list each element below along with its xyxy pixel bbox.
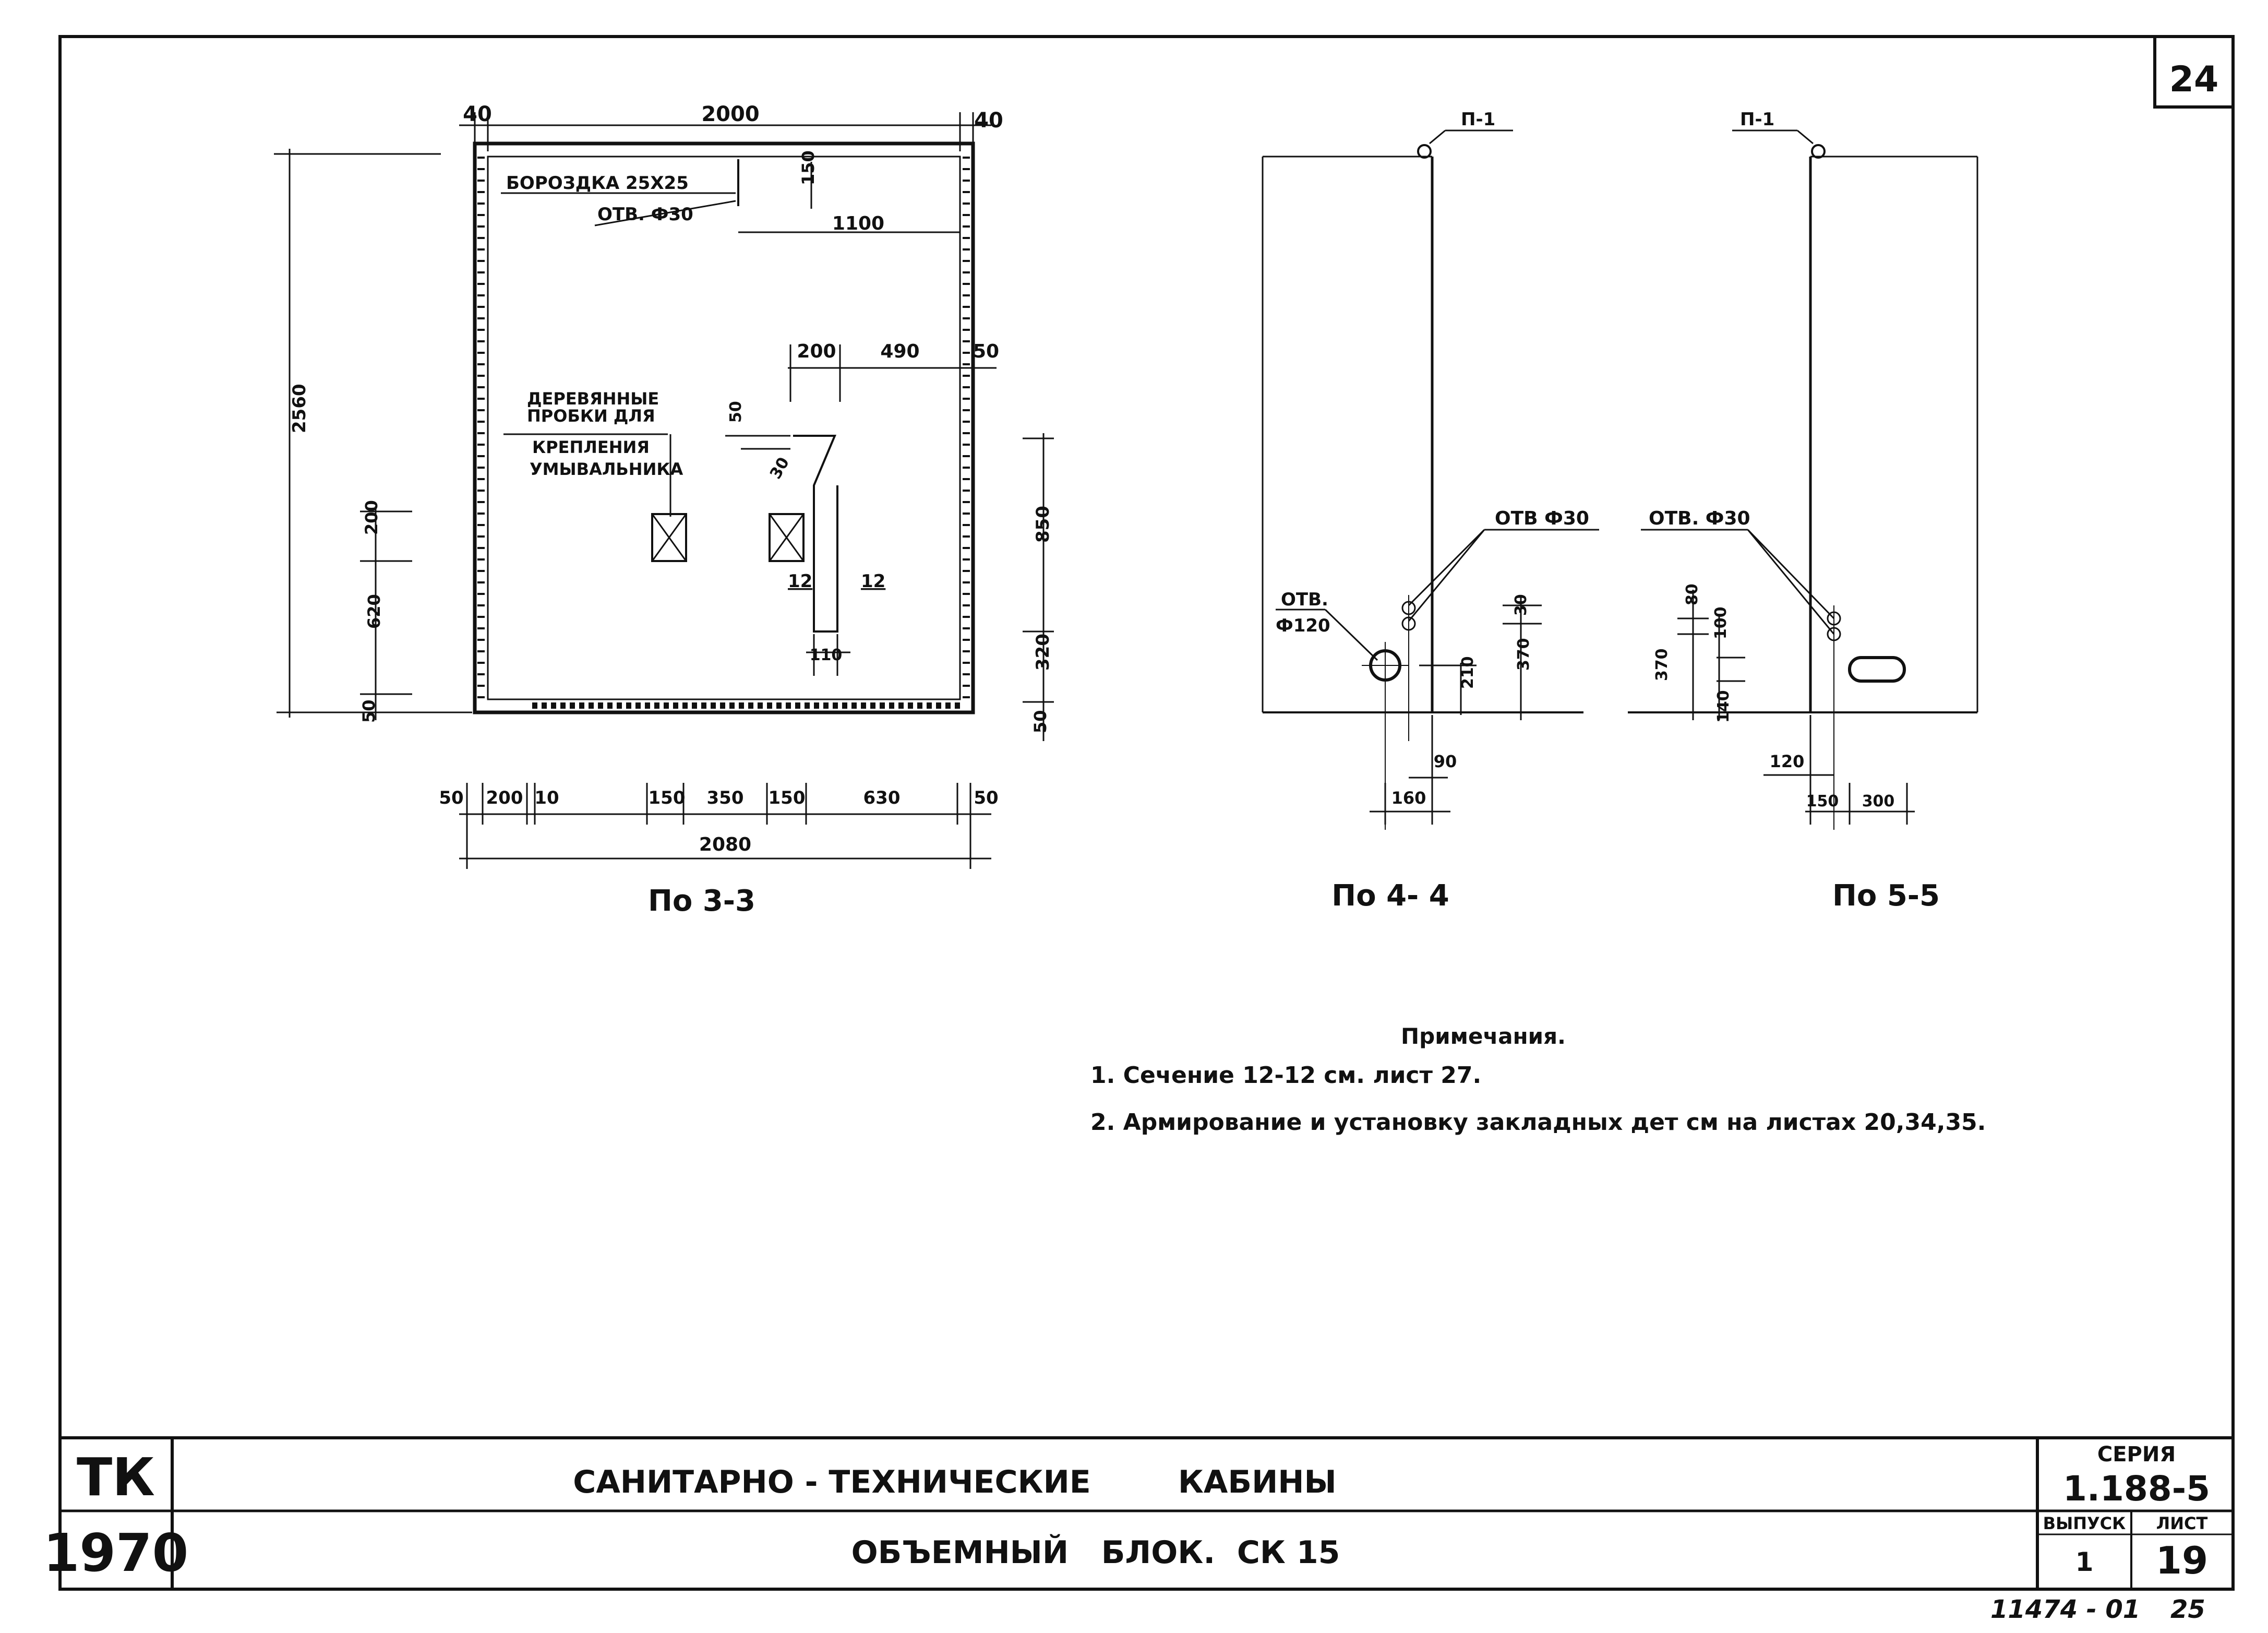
view-4-4: П-1 ОТВ Ф30 ОТВ. Ф120 30 210 370 90 160 …	[1262, 109, 1599, 913]
wall-outer	[473, 141, 975, 714]
dim-label: 1100	[832, 213, 884, 234]
dim-label: 40	[974, 109, 1003, 133]
dim-label: 100	[1712, 606, 1730, 639]
footer-code: 11474 - 01	[1990, 1595, 2140, 1624]
view-5-5: П-1 ОТВ. Ф30 80 370 100 140 120 150 300 …	[1628, 109, 1978, 913]
dim-label: 350	[707, 788, 744, 808]
oval-opening	[1848, 656, 1906, 683]
groove-label: БОРОЗДКА 25Х25	[506, 173, 689, 194]
tag-label: П-1	[1740, 109, 1774, 130]
hole-label: Ф120	[1276, 615, 1330, 636]
note-2: 2. Армирование и установку закладных дет…	[1090, 1109, 1986, 1136]
leader-line	[1797, 129, 1814, 145]
page-number-box	[2153, 35, 2235, 109]
plug-cross	[769, 514, 805, 562]
section-mark: 12	[788, 571, 812, 592]
title-sub: ОБЪЕМНЫЙ БЛОК. СК 15	[851, 1533, 1340, 1571]
dim-label: 120	[1770, 752, 1805, 771]
dim-label: 50	[974, 788, 998, 808]
dim-label: 850	[1033, 506, 1053, 543]
lift-loop	[1811, 144, 1826, 159]
dim-label: 30	[766, 454, 793, 482]
dim-label: 370	[1653, 648, 1671, 681]
section-mark: 12	[861, 571, 885, 592]
dim-label: 90	[1434, 752, 1457, 771]
dim-label: 50	[973, 341, 999, 362]
series-value: 1.188-5	[2063, 1469, 2210, 1509]
note-1: 1. Сечение 12-12 см. лист 27.	[1090, 1062, 1481, 1089]
hole-label: ОТВ. Ф30	[1649, 508, 1750, 529]
dim-label: 370	[1515, 638, 1533, 671]
leader-line	[1408, 529, 1485, 606]
dim-label: 210	[1459, 656, 1477, 689]
dim-label: 140	[1714, 690, 1733, 723]
sheet-label: ЛИСТ	[2156, 1513, 2208, 1533]
dim-label: 150	[798, 150, 818, 185]
leader-line	[1408, 529, 1485, 622]
dim-label: 110	[810, 646, 843, 664]
leader-line	[1324, 609, 1378, 661]
hole-label: ОТВ Ф30	[1495, 508, 1589, 529]
dim-label: 150	[649, 788, 686, 808]
dim-label: 2000	[701, 102, 759, 126]
hole-label: ОТВ. Ф30	[597, 204, 693, 225]
view-3-3: 40 2000 40 БОРОЗДКА 25Х25 ОТВ. Ф30 150 1…	[274, 102, 1054, 918]
dim-label: 50	[1030, 710, 1050, 733]
leader-line	[1747, 529, 1835, 619]
dim-label: 150	[1806, 792, 1839, 810]
wood-plugs-label: УМЫВАЛЬНИКА	[530, 459, 683, 479]
issue-label: ВЫПУСК	[2043, 1513, 2126, 1533]
dim-label: 40	[463, 102, 492, 126]
dim-label: 30	[1512, 594, 1530, 616]
dim-label: 630	[863, 788, 901, 808]
sheet-frame	[58, 35, 2235, 1591]
view-caption: По 5-5	[1832, 879, 1940, 913]
pipe-channel	[793, 435, 838, 633]
title-main: САНИТАРНО - ТЕХНИЧЕСКИЕ КАБИНЫ	[573, 1464, 1336, 1500]
wall-inner	[487, 156, 961, 700]
dim-label: 50	[359, 699, 379, 723]
leader-line	[1429, 129, 1446, 145]
org-code: ТК	[77, 1447, 155, 1508]
notes-block: Примечания. 1. Сечение 12-12 см. лист 27…	[1090, 1023, 1986, 1136]
view-caption: По 3-3	[648, 884, 755, 918]
dim-label: 150	[769, 788, 806, 808]
notes-heading: Примечания.	[1401, 1023, 1566, 1049]
dim-label: 200	[486, 788, 523, 808]
dim-label: 50	[727, 401, 745, 423]
dim-label: 2560	[289, 384, 310, 433]
page-number: 24	[2169, 59, 2219, 100]
wood-plug-left	[651, 513, 687, 562]
dim-label: 10	[534, 788, 559, 808]
series-label: СЕРИЯ	[2097, 1443, 2176, 1467]
title-block: ТК 1970 САНИТАРНО - ТЕХНИЧЕСКИЕ КАБИНЫ О…	[43, 1436, 2233, 1589]
dim-label: 2080	[699, 834, 751, 855]
wood-plug-right	[769, 513, 805, 562]
lift-loop	[1417, 144, 1432, 159]
dim-label: 320	[1033, 634, 1053, 671]
plug-cross	[651, 514, 687, 562]
footer-page: 25	[2170, 1595, 2205, 1624]
wood-plugs-label: ДЕРЕВЯННЫЕ	[527, 389, 659, 409]
issue-value: 1	[2075, 1547, 2094, 1577]
dim-label: 300	[1862, 792, 1895, 810]
dim-label: 160	[1391, 788, 1426, 808]
tag-label: П-1	[1461, 109, 1495, 130]
wood-plugs-label: ПРОБКИ ДЛЯ	[527, 406, 655, 426]
dim-label: 490	[880, 341, 919, 362]
dim-label: 200	[362, 500, 381, 535]
sheet-value: 19	[2156, 1539, 2208, 1582]
leader-line	[1747, 529, 1835, 635]
dim-label: 80	[1683, 583, 1701, 605]
dim-label: 200	[797, 341, 836, 362]
dim-label: 50	[439, 788, 463, 808]
year: 1970	[43, 1522, 188, 1583]
hole-label: ОТВ.	[1281, 589, 1328, 610]
dim-label: 620	[364, 594, 384, 629]
view-caption: По 4- 4	[1331, 879, 1449, 913]
wood-plugs-label: КРЕПЛЕНИЯ	[532, 437, 650, 457]
leader-hole	[594, 200, 736, 227]
